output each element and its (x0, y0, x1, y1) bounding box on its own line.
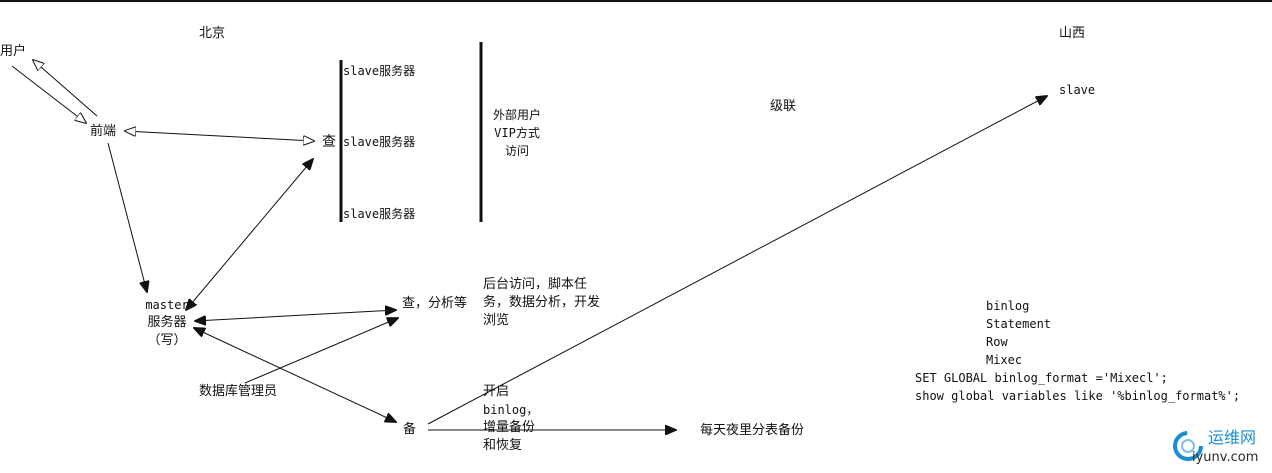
node-backup: 备 (403, 422, 417, 437)
label-cascade: 级联 (770, 99, 797, 114)
binlog-sql: SET GLOBAL binlog_format ='Mixecl'; show… (915, 369, 1240, 405)
backup-notes-line-2: binlog， (483, 403, 539, 417)
edge-frontend-to-user (33, 60, 98, 117)
binlog-notes: binlog Statement Row Mixec (986, 297, 1051, 369)
external-line-3: 访问 (504, 144, 529, 158)
backup-notes-line-4: 和恢复 (483, 438, 523, 453)
edge-master-query-slaves (186, 159, 313, 310)
edge-user-to-frontend (11, 65, 86, 123)
slave-server-3: slave服务器 (343, 207, 416, 221)
node-master-line-2: 服务器 (147, 315, 187, 330)
external-line-1: 外部用户 (492, 108, 541, 122)
node-master: master 服务器 （写） (136, 296, 198, 350)
slave-server-1: slave服务器 (343, 64, 416, 78)
node-master-line-3: （写） (147, 333, 187, 348)
edge-frontend-to-master (107, 142, 147, 292)
edge-frontend-query (125, 131, 314, 141)
node-query-analysis: 查，分析等 (402, 296, 468, 311)
node-nightly-backup: 每天夜里分表备份 (700, 423, 805, 438)
region-shanxi: 山西 (1059, 26, 1086, 41)
edge-backup-cascade-slave (427, 96, 1047, 425)
node-backend-access: 后台访问，脚本任 务，数据分析，开发 浏览 (483, 276, 600, 330)
edge-master-backup (194, 328, 396, 422)
slave-server-2: slave服务器 (343, 135, 416, 149)
binlog-line-4: Mixec (986, 353, 1023, 367)
node-remote-slave: slave (1059, 83, 1096, 97)
node-query: 查 (322, 134, 336, 150)
watermark: 运维网 iyunv.com (1172, 428, 1268, 470)
node-backup-notes: 开启 binlog， 增量备份 和恢复 (483, 383, 538, 455)
backend-line-2: 务，数据分析，开发 (483, 295, 601, 310)
watermark-cn: 运维网 (1208, 428, 1257, 447)
edge-master-query-analysis (195, 310, 396, 321)
backend-line-1: 后台访问，脚本任 (483, 277, 588, 292)
binlog-line-2: Statement (986, 317, 1052, 331)
binlog-sql-line-1: SET GLOBAL binlog_format ='Mixecl'; (915, 371, 1168, 385)
region-beijing: 北京 (199, 26, 226, 41)
external-line-2: VIP方式 (494, 126, 540, 140)
binlog-sql-line-2: show global variables like '%binlog_form… (915, 389, 1241, 403)
backup-notes-line-1: 开启 (483, 384, 510, 399)
backup-notes-line-3: 增量备份 (483, 420, 536, 435)
binlog-line-3: Row (986, 335, 1008, 349)
node-user: 用户 (0, 44, 27, 59)
binlog-line-1: binlog (986, 299, 1030, 313)
node-master-line-1: master (145, 298, 189, 312)
edge-dba-to-query-analysis (244, 318, 398, 384)
node-frontend: 前端 (90, 124, 117, 139)
backend-line-3: 浏览 (483, 313, 510, 328)
watermark-logo-icon (1173, 431, 1203, 461)
node-external-access: 外部用户 VIP方式 访问 (482, 106, 552, 160)
node-dba: 数据库管理员 (199, 384, 278, 399)
watermark-url: iyunv.com (1192, 450, 1259, 465)
